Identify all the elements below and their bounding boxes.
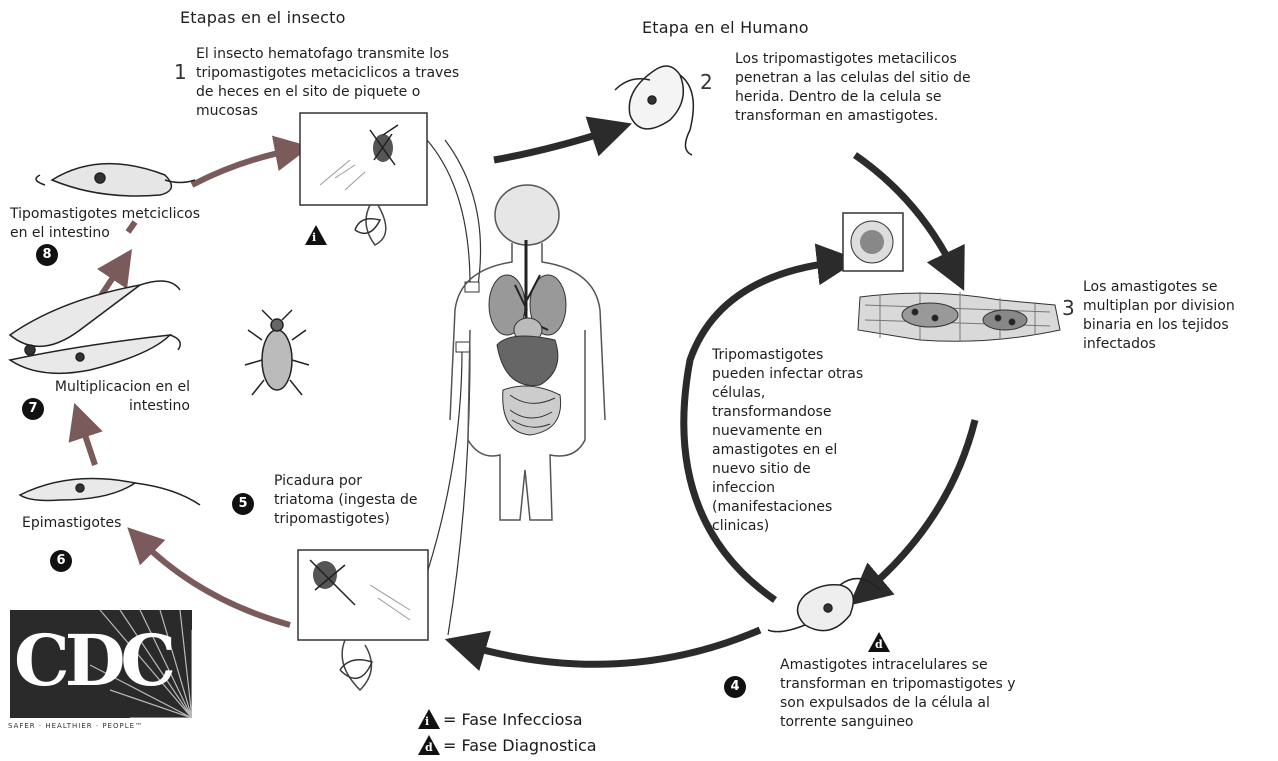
bite-box-top bbox=[300, 113, 427, 205]
legend-infective-label: = Fase Infecciosa bbox=[443, 710, 583, 729]
step-8-badge: 8 bbox=[36, 244, 58, 266]
trypomastigote-4 bbox=[768, 579, 880, 632]
bite-box-bottom bbox=[298, 550, 428, 640]
reinfection-text: Tripomastigotes pueden infectar otras cé… bbox=[712, 346, 863, 536]
step-8-text: Tipomastigotes metciclicos en el intesti… bbox=[10, 205, 200, 243]
arrow-8-to-1 bbox=[192, 150, 293, 185]
infected-tissue bbox=[858, 292, 1060, 342]
arrow-1-to-2 bbox=[494, 130, 612, 160]
heading-insect-stages: Etapas en el insecto bbox=[180, 8, 346, 27]
trypomastigote-2 bbox=[615, 66, 693, 155]
step-7-text: Multiplicacion en el intestino bbox=[20, 378, 190, 416]
step-4-text: Amastigotes intracelulares se transforma… bbox=[780, 656, 1016, 732]
step-4-badge: 4 bbox=[724, 676, 746, 698]
legend-diagnostic-icon: d bbox=[418, 735, 440, 755]
step-1-text: El insecto hematofago transmite los trip… bbox=[196, 45, 459, 121]
epimastigote-6 bbox=[20, 479, 200, 505]
step-6-badge: 6 bbox=[50, 550, 72, 572]
step-7-badge: 7 bbox=[22, 398, 44, 420]
arrow-6-to-7 bbox=[80, 420, 95, 465]
step-2-number: 2 bbox=[700, 70, 713, 94]
step-3-number: 3 bbox=[1062, 296, 1075, 320]
amastigote-cell bbox=[843, 213, 903, 271]
step-1-number: 1 bbox=[174, 60, 187, 84]
step-5-text: Picadura por triatoma (ingesta de tripom… bbox=[274, 472, 417, 529]
cdc-tagline: SAFER · HEALTHIER · PEOPLE™ bbox=[8, 722, 143, 730]
arrow-4-to-5 bbox=[465, 630, 760, 664]
epimastigotes-7 bbox=[10, 281, 180, 373]
step-3-text: Los amastigotes se multiplan por divisio… bbox=[1083, 278, 1235, 354]
cdc-logo-letters: CDC bbox=[14, 622, 171, 700]
step-6-text: Epimastigotes bbox=[22, 514, 121, 533]
heading-human-stage: Etapa en el Humano bbox=[642, 18, 809, 37]
cdc-logo: CDC bbox=[10, 610, 192, 718]
arrow-3-to-4 bbox=[865, 420, 975, 592]
legend-infective-icon: i bbox=[418, 709, 440, 729]
human-organs bbox=[489, 240, 566, 435]
infective-stage-marker: i bbox=[305, 225, 327, 245]
triatomine-bug bbox=[245, 310, 309, 395]
legend-diagnostic-label: = Fase Diagnostica bbox=[443, 736, 597, 755]
trypomastigote-8 bbox=[36, 164, 195, 196]
step-5-badge: 5 bbox=[232, 493, 254, 515]
step-2-text: Los tripomastigotes metacilicos penetran… bbox=[735, 50, 971, 126]
diagnostic-stage-marker: d bbox=[868, 632, 890, 652]
